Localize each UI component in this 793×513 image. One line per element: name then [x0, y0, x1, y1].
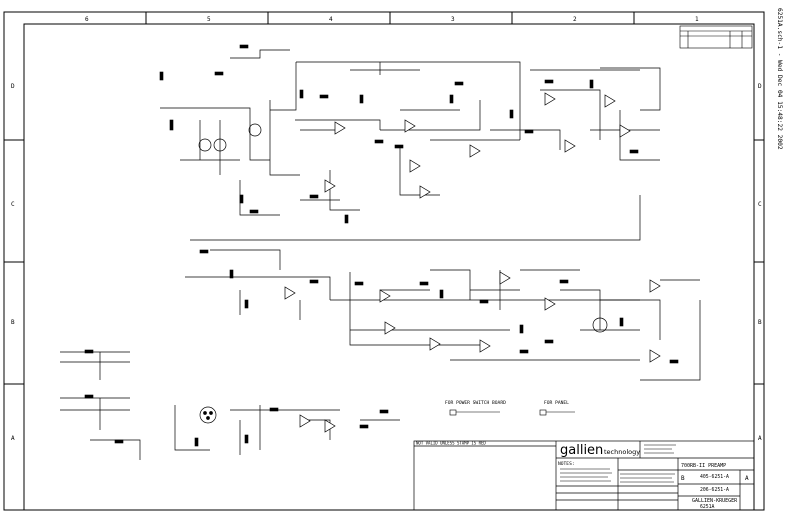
zone-label-b: B	[11, 319, 15, 326]
note-connectors	[449, 409, 575, 416]
power-switch-note: FOR POWER SWITCH BOARD	[445, 400, 506, 406]
zone-label-6: 6	[85, 16, 89, 23]
file-timestamp-label: 6251A.sch-1 - Wed Dec 04 15:48:22 2002	[776, 8, 783, 150]
panel-note: FOR PANEL	[544, 400, 569, 406]
notes-title: NOTES:	[558, 461, 575, 467]
zone-label-a-right: A	[758, 435, 762, 442]
zone-label-5: 5	[207, 16, 211, 23]
outer-border	[3, 11, 765, 511]
zone-label-c: C	[11, 201, 15, 208]
zone-label-d: D	[11, 83, 15, 90]
zone-label-c-right: C	[758, 201, 762, 208]
opamp-symbols	[284, 92, 661, 433]
schematic-wiring	[60, 49, 701, 460]
stamp-note: NOT VALID UNLESS STAMP IS RED	[416, 441, 486, 446]
product-title: 700RB-II PREAMP	[681, 463, 726, 469]
component-marks	[84, 44, 679, 447]
company-logo-sub: technology	[604, 448, 640, 456]
part-number-2: 206-6251-A	[700, 487, 729, 493]
brand-name: GALLIEN-KRUEGER	[692, 498, 738, 504]
zone-label-4: 4	[329, 16, 333, 23]
revision-block	[679, 25, 753, 49]
zone-ticks	[4, 12, 764, 385]
zone-label-b-right: B	[758, 319, 762, 326]
sheet-size: B	[681, 475, 685, 482]
zone-label-2: 2	[573, 16, 577, 23]
company-logo-text: gallien	[560, 443, 603, 458]
zone-label-a: A	[11, 435, 15, 442]
drawing-number: 6251A	[700, 504, 715, 510]
notes-lines	[560, 444, 676, 483]
transistor-symbols	[198, 123, 608, 424]
title-block-frame	[413, 440, 755, 511]
revision-letter: A	[745, 475, 749, 482]
side-timestamp: 6251A.sch-1 - Wed Dec 04 15:48:22 2002	[776, 8, 783, 150]
zone-label-d-right: D	[758, 83, 762, 90]
zone-label-3: 3	[451, 16, 455, 23]
inner-border	[23, 23, 755, 511]
part-number-1: 405-6251-A	[700, 474, 729, 480]
zone-label-1: 1	[695, 16, 699, 23]
